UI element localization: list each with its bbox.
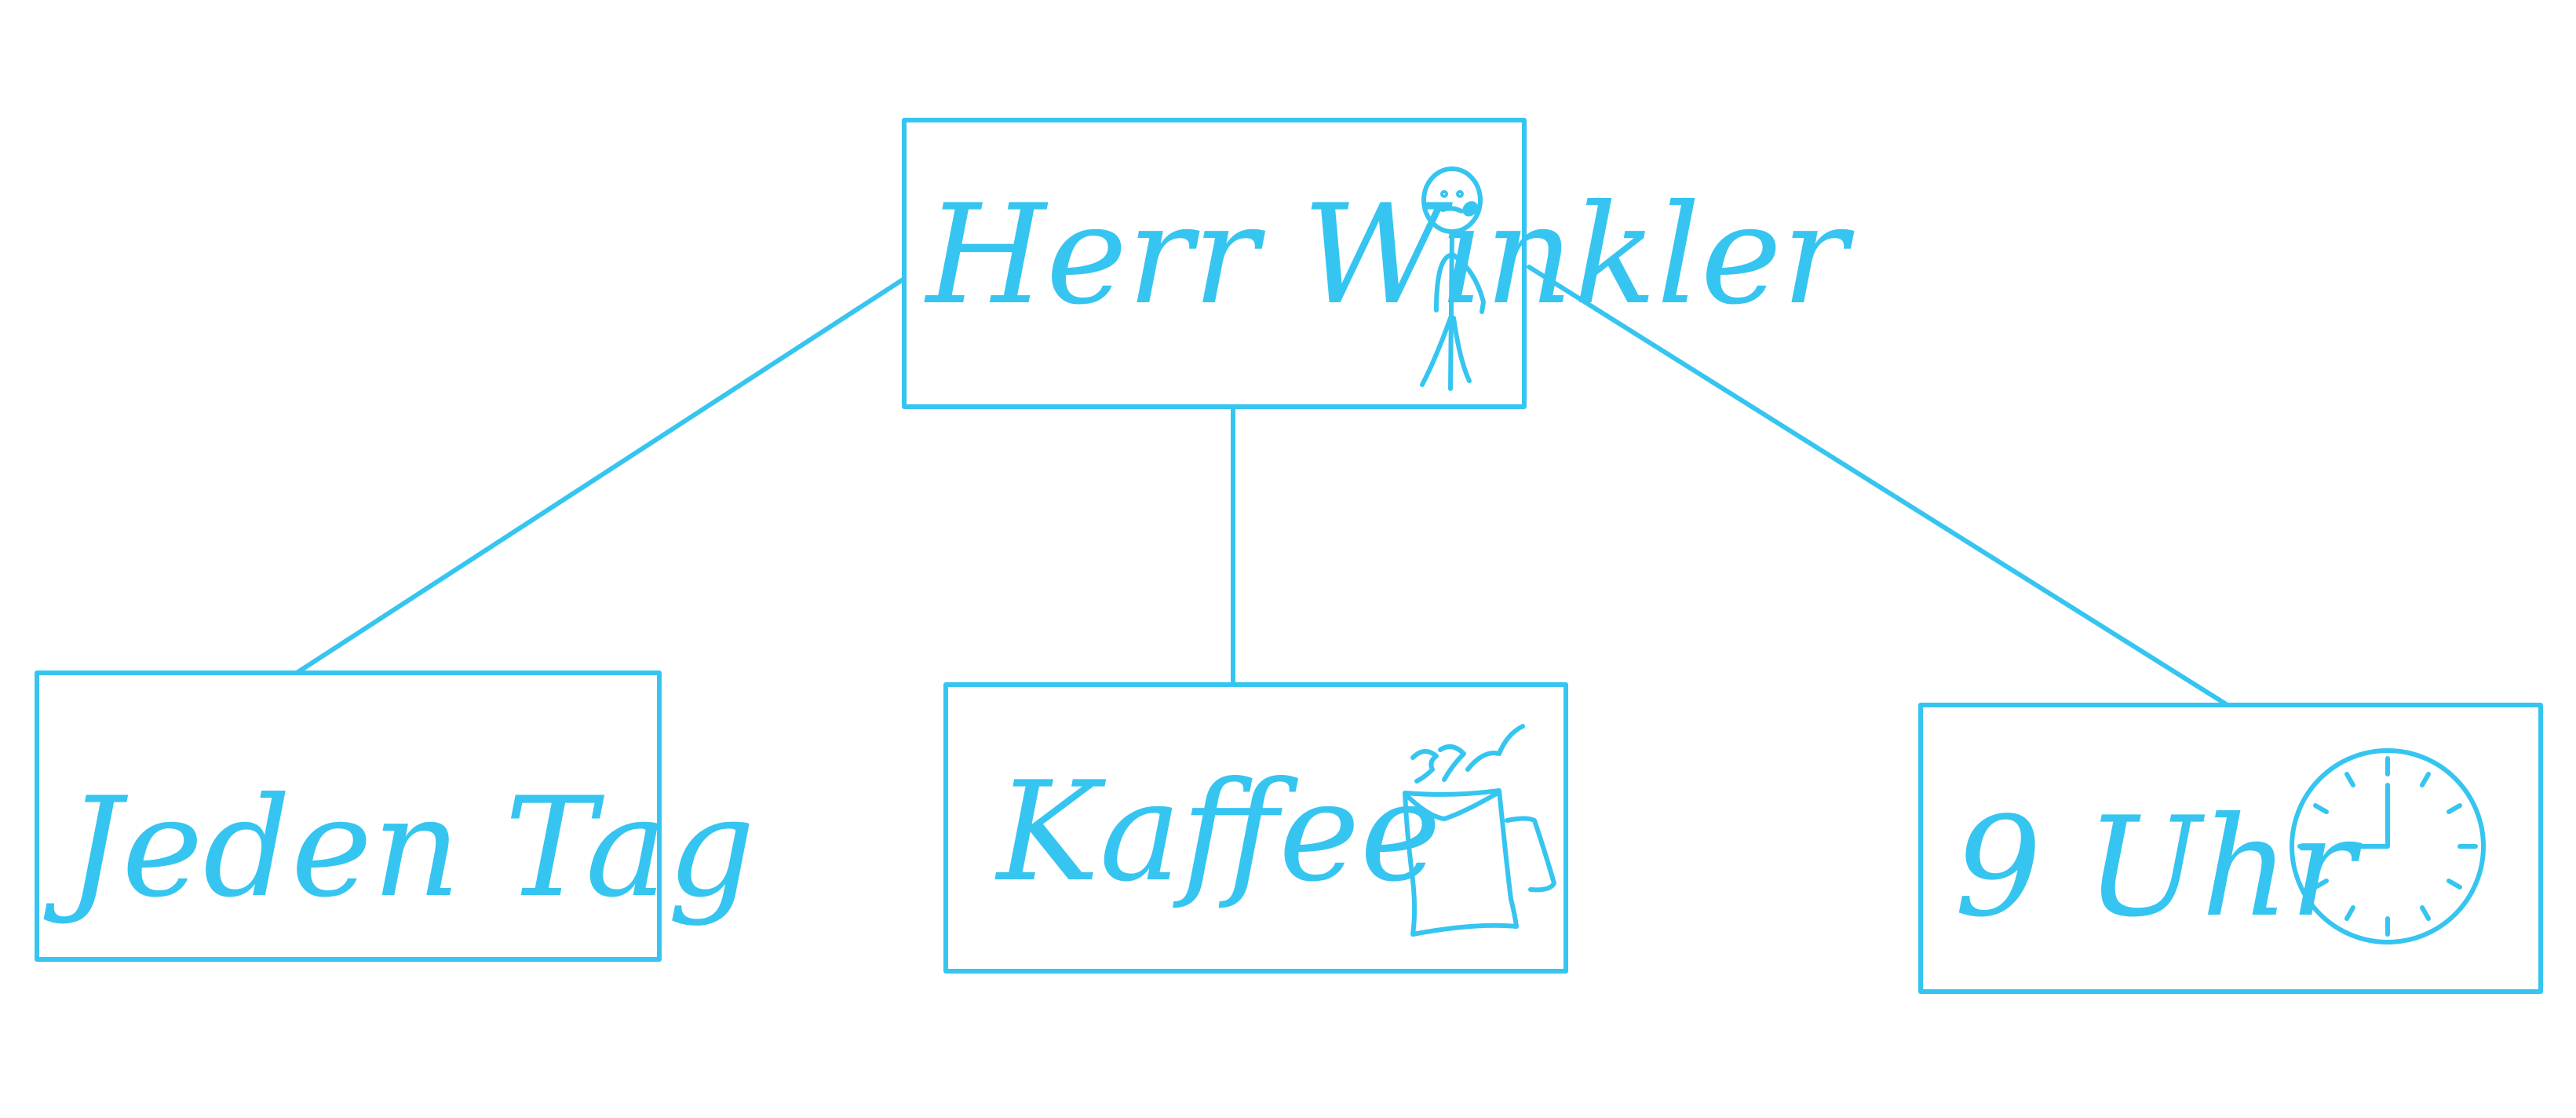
node-9-uhr: 9 Uhr [1918, 703, 2543, 994]
connector-root-to-9-uhr [1527, 265, 2230, 707]
node-9-uhr-label: 9 Uhr [1954, 788, 2363, 948]
node-jeden-tag-label: Jeden Tag [43, 769, 755, 928]
node-kaffee-label: Kaffee [994, 753, 1441, 912]
node-herr-winkler-label: Herr Winkler [924, 176, 1855, 335]
node-kaffee-box [943, 682, 1568, 974]
node-herr-winkler-box [902, 118, 1527, 409]
connector-root-to-jeden-tag [294, 276, 907, 675]
node-herr-winkler: Herr Winkler [902, 118, 1855, 409]
node-kaffee: Kaffee [943, 682, 1568, 974]
stick-figure-icon [1420, 166, 1486, 391]
node-jeden-tag-box [35, 670, 662, 962]
clock-icon [2290, 748, 2486, 944]
coffee-cup-icon [1403, 724, 1556, 937]
node-9-uhr-box [1918, 703, 2543, 994]
node-jeden-tag: Jeden Tag [35, 670, 755, 962]
